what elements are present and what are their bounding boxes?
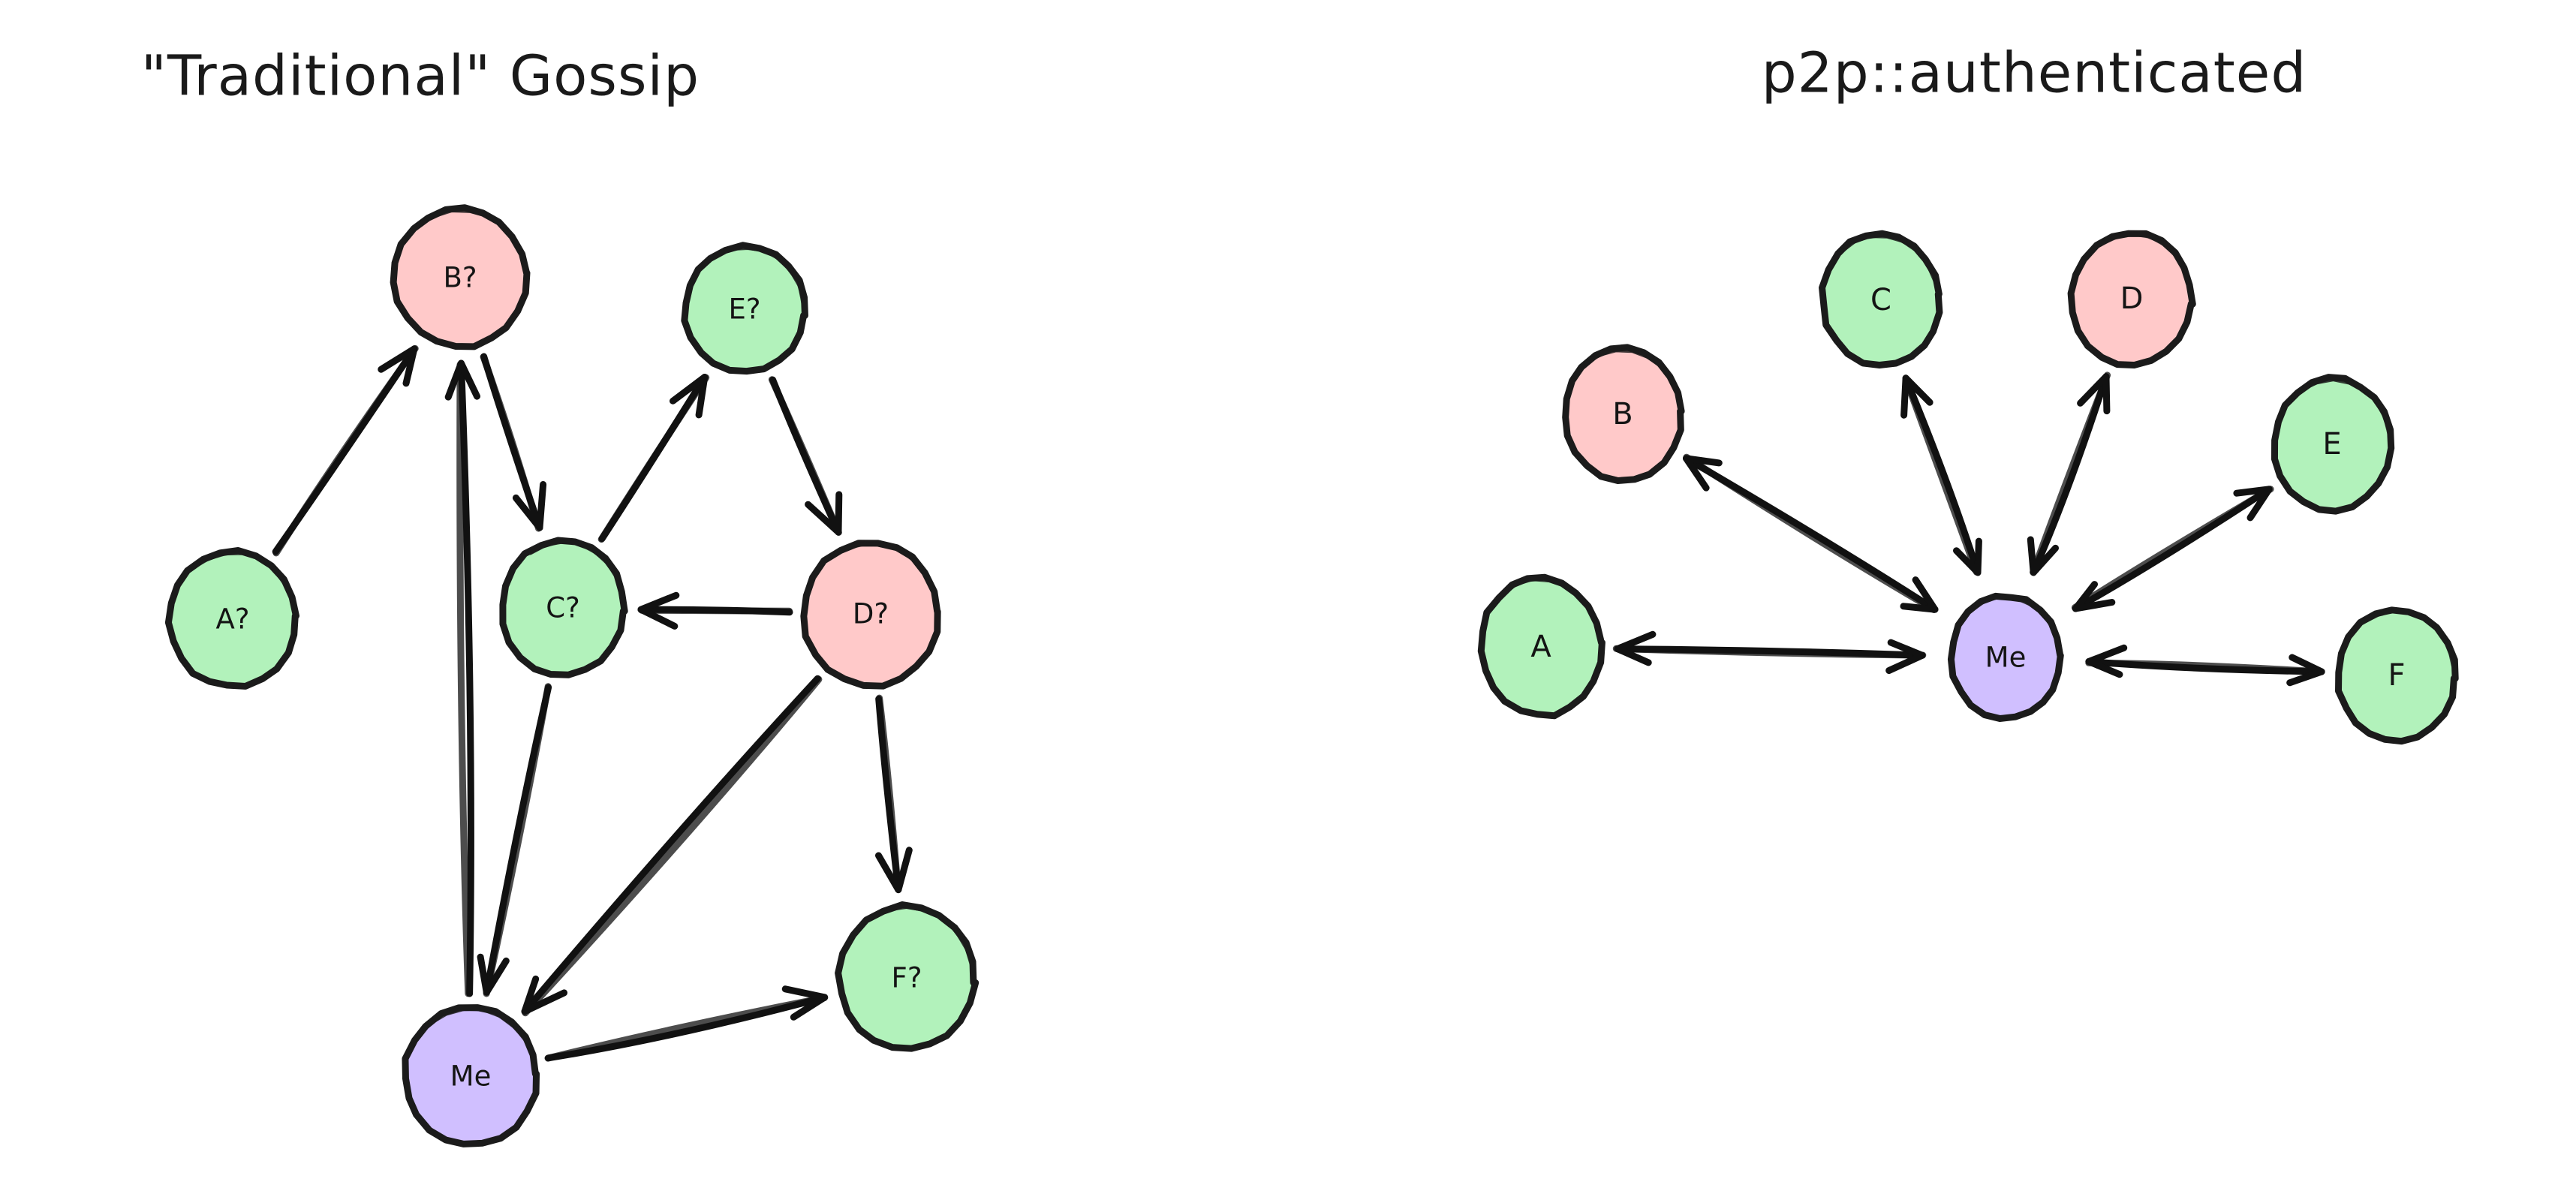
node-label-traditional-gossip-Me: Me — [450, 1060, 492, 1093]
edge-traditional-gossip-B-to-C — [480, 353, 547, 532]
edge-traditional-gossip-C-to-E — [597, 374, 710, 543]
edge-p2p-authenticated-Me-to-A — [1612, 630, 1927, 674]
node-label-p2p-authenticated-A: A — [1530, 630, 1551, 664]
node-label-p2p-authenticated-F: F — [2388, 658, 2405, 693]
edge-traditional-gossip-D-to-Me — [521, 675, 823, 1017]
node-label-traditional-gossip-A: A? — [216, 603, 250, 636]
node-label-traditional-gossip-E: E? — [728, 293, 760, 325]
node-traditional-gossip-B[interactable]: B? — [389, 203, 532, 351]
node-label-p2p-authenticated-Me: Me — [1985, 642, 2027, 674]
node-p2p-authenticated-F[interactable]: F — [2335, 606, 2459, 745]
node-traditional-gossip-F[interactable]: F? — [833, 901, 980, 1053]
edge-traditional-gossip-A-to-B — [272, 344, 419, 557]
node-traditional-gossip-A[interactable]: A? — [164, 546, 300, 690]
node-p2p-authenticated-Me[interactable]: Me — [1947, 592, 2064, 723]
nodes-layer: B? E? A? C? D? F? Me C D B E A F Me — [164, 203, 2459, 1147]
edge-group-p2p-authenticated — [1612, 371, 2325, 687]
node-label-p2p-authenticated-C: C — [1870, 283, 1891, 317]
edge-traditional-gossip-C-to-Me — [477, 683, 552, 997]
node-label-traditional-gossip-C: C? — [546, 592, 579, 624]
edge-traditional-gossip-D-to-F — [875, 694, 913, 894]
node-p2p-authenticated-A[interactable]: A — [1476, 573, 1607, 720]
node-p2p-authenticated-B[interactable]: B — [1562, 344, 1685, 484]
edge-traditional-gossip-E-to-D — [768, 376, 843, 536]
edge-group-traditional-gossip — [272, 344, 913, 1062]
node-label-p2p-authenticated-E: E — [2322, 427, 2341, 462]
node-traditional-gossip-E[interactable]: E? — [679, 240, 811, 377]
node-p2p-authenticated-C[interactable]: C — [1817, 228, 1946, 370]
edge-p2p-authenticated-Me-to-B — [1683, 453, 1939, 613]
titles-layer: "Traditional" Gossip p2p::authenticated — [141, 41, 2307, 108]
node-label-traditional-gossip-F: F? — [892, 962, 922, 994]
node-traditional-gossip-D[interactable]: D? — [800, 540, 941, 690]
panel-title-p2p-authenticated: p2p::authenticated — [1762, 41, 2307, 105]
node-label-traditional-gossip-D: D? — [853, 598, 889, 630]
edge-p2p-authenticated-Me-to-D — [2027, 371, 2111, 576]
edge-p2p-authenticated-Me-to-C — [1900, 374, 1982, 576]
panel-title-traditional-gossip: "Traditional" Gossip — [141, 44, 700, 108]
node-label-traditional-gossip-B: B? — [443, 262, 477, 294]
edge-traditional-gossip-Me-to-F — [544, 985, 829, 1062]
node-p2p-authenticated-E[interactable]: E — [2270, 374, 2395, 515]
node-label-p2p-authenticated-D: D — [2120, 281, 2144, 316]
edge-p2p-authenticated-Me-to-F — [2085, 644, 2325, 687]
edge-traditional-gossip-D-to-C — [637, 591, 793, 630]
edge-traditional-gossip-Me-to-B — [444, 359, 480, 997]
edges-layer — [272, 344, 2325, 1062]
node-label-p2p-authenticated-B: B — [1612, 397, 1633, 432]
node-traditional-gossip-Me[interactable]: Me — [402, 1004, 540, 1147]
edge-p2p-authenticated-Me-to-E — [2071, 486, 2274, 612]
node-p2p-authenticated-D[interactable]: D — [2065, 227, 2198, 370]
node-traditional-gossip-C[interactable]: C? — [499, 537, 628, 678]
